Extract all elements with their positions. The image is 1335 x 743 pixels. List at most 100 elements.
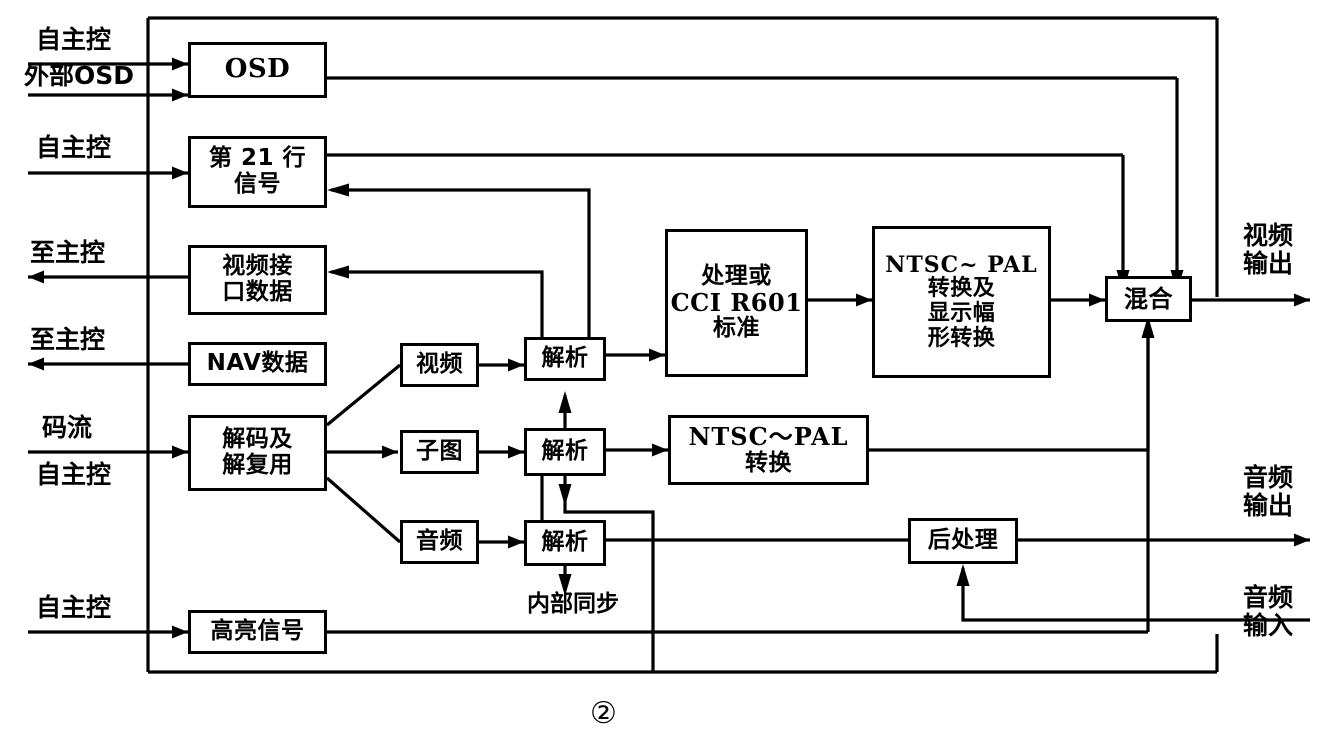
label-out-nav-text: 至主控 xyxy=(30,325,106,354)
block-demux-label-0: 解码及 xyxy=(222,426,293,453)
block-highlight-label-0: 高亮信号 xyxy=(210,618,305,645)
label-internal-sync: 内部同步 xyxy=(527,591,619,618)
block-audio-label-0: 音频 xyxy=(416,528,463,555)
arrow-demux-to-subpicture xyxy=(382,445,398,459)
arrow-sync-up-to-video-parse xyxy=(558,391,572,413)
block-cci-label-2: 标准 xyxy=(713,315,760,342)
label-in-highlight-auto-text: 自主控 xyxy=(36,593,112,622)
arrow-out-video-if xyxy=(28,270,44,284)
label-out-audio-text-0: 音频 xyxy=(1243,463,1294,492)
label-in-line21-auto-text: 自主控 xyxy=(36,133,112,162)
block-ntscpal-disp-label-0: NTSC~ PAL xyxy=(885,251,1038,278)
label-in-bitstream-text: 码流 xyxy=(42,413,93,442)
label-internal-sync-text: 内部同步 xyxy=(527,591,619,617)
label-in-decode-auto-text: 自主控 xyxy=(36,460,112,489)
arrow-audio-out xyxy=(1294,533,1310,547)
block-line21-label-1: 信号 xyxy=(234,171,281,197)
arrow-video-to-parse xyxy=(508,358,524,372)
block-mixer[interactable]: 混合 xyxy=(1105,276,1192,322)
label-in-osd-auto-text: 自主控 xyxy=(36,25,112,54)
block-line21-signal[interactable]: 第 21 行 信号 xyxy=(188,136,327,208)
arrow-parse-sub-to-ntscpal xyxy=(652,443,668,457)
block-nav-label-0: NAV数据 xyxy=(206,350,309,377)
block-cci-r601[interactable]: 处理或 CCI R601 标准 xyxy=(665,229,808,377)
block-ntsc-pal-display-conversion[interactable]: NTSC~ PAL 转换及 显示幅 形转换 xyxy=(872,226,1051,378)
arrow-in-external-osd xyxy=(172,88,188,102)
wire-demux-to-video xyxy=(325,363,402,427)
block-line21-label-0: 第 21 行 xyxy=(208,145,307,172)
block-ntscpal-label-0: NTSC～PAL xyxy=(688,421,849,451)
wire-sync-down-right-branch xyxy=(563,476,655,672)
block-ntscpal-label-1: 转换 xyxy=(745,449,792,476)
block-osd[interactable]: OSD xyxy=(188,42,327,98)
label-in-audio: 音频 输入 xyxy=(1243,584,1293,640)
arrow-ntscpal-disp-to-mixer xyxy=(1089,293,1105,307)
arrow-audio-to-parse xyxy=(508,535,524,549)
label-in-audio-text-0: 音频 xyxy=(1243,583,1294,612)
arrow-audio-parse-to-sync xyxy=(558,574,572,596)
wire-parse-video-to-video-if xyxy=(331,270,544,337)
label-out-audio: 音频 输出 xyxy=(1243,464,1293,520)
block-mixer-label-0: 混合 xyxy=(1124,284,1173,313)
block-parse-video[interactable]: 解析 xyxy=(524,337,606,381)
label-in-external-osd-text: 外部OSD xyxy=(24,61,135,90)
arrow-cci-to-ntscpal-disp xyxy=(856,293,872,307)
block-video-interface-data[interactable]: 视频接 口数据 xyxy=(188,245,327,315)
arrow-in-line21-auto xyxy=(172,166,188,180)
arrow-in-bitstream xyxy=(172,445,188,459)
block-parse-sub-label-0: 解析 xyxy=(541,438,589,465)
label-out-video-if-text: 至主控 xyxy=(30,238,106,267)
label-out-video-text-1: 输出 xyxy=(1243,249,1294,278)
arrow-video-out xyxy=(1294,293,1310,307)
block-video-if-label-1: 口数据 xyxy=(222,279,293,305)
label-in-osd-auto: 自主控 xyxy=(36,26,111,54)
block-ntscpal-disp-label-1: 转换及 xyxy=(927,276,996,302)
block-demux-label-1: 解复用 xyxy=(222,452,293,478)
label-in-decode-auto: 自主控 xyxy=(36,461,111,489)
label-out-audio-text-1: 输出 xyxy=(1243,491,1294,520)
block-audio[interactable]: 音频 xyxy=(400,520,479,564)
block-video-label-0: 视频 xyxy=(416,351,463,378)
block-nav-data[interactable]: NAV数据 xyxy=(188,342,327,386)
block-video-if-label-0: 视频接 xyxy=(222,253,293,280)
label-out-video-interface: 至主控 xyxy=(30,239,105,267)
arrow-sync-down-marker xyxy=(558,484,572,506)
block-subpicture[interactable]: 子图 xyxy=(400,430,479,474)
block-parse-subpicture[interactable]: 解析 xyxy=(524,428,606,476)
block-cci-label-0: 处理或 xyxy=(701,262,772,289)
block-video[interactable]: 视频 xyxy=(400,343,479,387)
block-ntscpal-disp-label-2: 显示幅 xyxy=(927,301,996,326)
label-in-line21-auto: 自主控 xyxy=(36,134,111,162)
label-out-video-text-0: 视频 xyxy=(1243,221,1294,250)
arrow-parse-video-to-video-if xyxy=(327,265,349,279)
label-out-nav: 至主控 xyxy=(30,326,105,354)
arrow-in-osd-auto xyxy=(172,57,188,71)
arrow-in-highlight-auto xyxy=(172,625,188,639)
arrow-parse-video-to-cci xyxy=(649,348,665,362)
block-osd-label-0: OSD xyxy=(224,54,291,85)
block-postproc-label-0: 后处理 xyxy=(927,527,999,554)
arrow-parse-video-to-line21 xyxy=(327,183,349,197)
wire-demux-to-audio xyxy=(325,476,402,544)
block-ntsc-pal-conversion[interactable]: NTSC～PAL 转换 xyxy=(668,415,869,485)
arrow-audio-in-to-postproc xyxy=(956,564,970,586)
block-subpicture-label-0: 子图 xyxy=(416,438,463,465)
block-parse-video-label-0: 解析 xyxy=(541,345,589,372)
block-highlight-signal[interactable]: 高亮信号 xyxy=(188,610,327,654)
figure-number-text: ② xyxy=(590,696,617,731)
label-in-audio-text-1: 输入 xyxy=(1243,611,1294,640)
label-out-video: 视频 输出 xyxy=(1243,222,1293,278)
block-parse-audio[interactable]: 解析 xyxy=(524,520,606,566)
block-parse-audio-label-0: 解析 xyxy=(541,529,589,556)
arrow-out-nav xyxy=(28,357,44,371)
label-in-external-osd: 外部OSD xyxy=(24,62,134,90)
wire-parse-video-to-line21 xyxy=(331,188,591,337)
label-in-highlight-auto: 自主控 xyxy=(36,594,111,622)
block-post-processing[interactable]: 后处理 xyxy=(908,518,1018,564)
figure-number: ② xyxy=(590,696,617,731)
block-ntscpal-disp-label-3: 形转换 xyxy=(927,325,996,351)
label-in-bitstream: 码流 xyxy=(42,414,92,442)
block-decode-demux[interactable]: 解码及 解复用 xyxy=(188,415,327,491)
